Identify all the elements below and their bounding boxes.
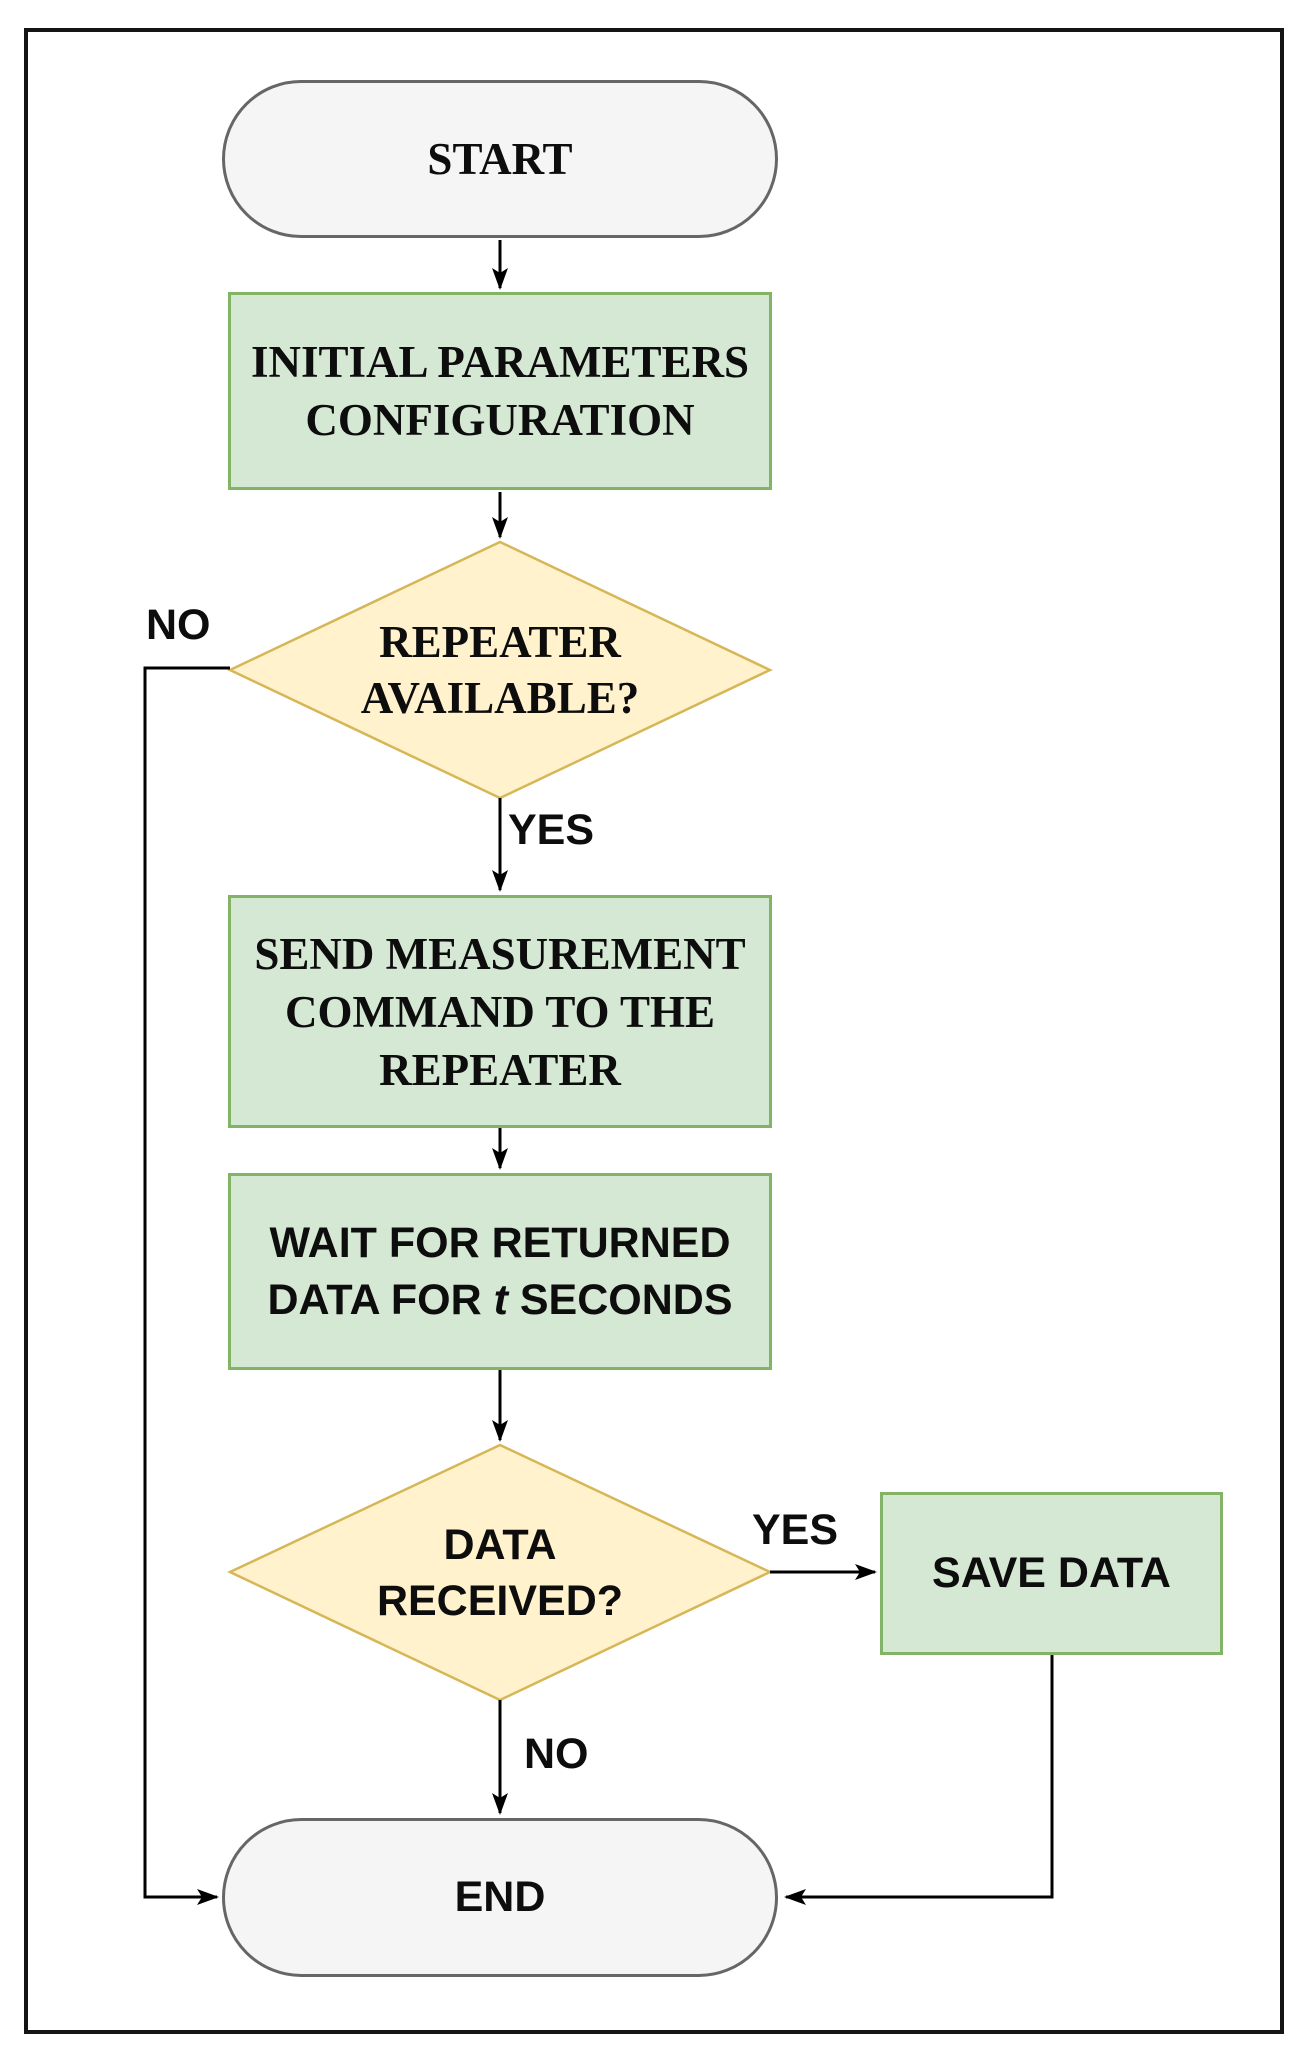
wait-data-t-variable: t [493,1275,508,1324]
outer-frame [24,28,1284,2034]
wait-data-line2-post: SECONDS [507,1275,733,1324]
data-received-line1: DATA [443,1520,557,1569]
data-received-decision: DATA RECEIVED? [230,1445,770,1700]
repeater-available-line2: AVAILABLE? [360,673,640,723]
edge-label-repeater-yes: YES [508,806,595,854]
data-received-line2: RECEIVED? [376,1576,624,1625]
start-node: START [222,80,778,238]
wait-data-line1: WAIT FOR RETURNED [269,1218,731,1267]
send-command-line2: COMMAND TO THE [284,986,716,1037]
edge-label-repeater-no: NO [146,601,211,649]
end-node: END [222,1818,778,1977]
end-label: END [454,1873,546,1921]
wait-data-line2: DATA FOR t SECONDS [267,1272,732,1329]
initial-parameters-node: INITIAL PARAMETERS CONFIGURATION [228,292,772,490]
arrow-save-to-end [784,1655,1054,1905]
save-data-label: SAVE DATA [932,1549,1171,1597]
send-command-line1: SEND MEASUREMENT [254,928,746,979]
wait-data-node: WAIT FOR RETURNED DATA FOR t SECONDS [228,1173,772,1370]
initial-parameters-line1: INITIAL PARAMETERS [250,337,749,387]
edge-label-received-yes: YES [752,1506,839,1554]
edge-label-received-no: NO [524,1730,589,1778]
save-data-node: SAVE DATA [880,1492,1223,1655]
send-command-node: SEND MEASUREMENT COMMAND TO THE REPEATER [228,895,772,1128]
arrow-repeater-no-to-end [143,666,230,1905]
repeater-available-decision: REPEATER AVAILABLE? [230,542,770,798]
initial-parameters-line2: CONFIGURATION [305,395,695,445]
wait-data-line2-pre: DATA FOR [267,1275,494,1324]
send-command-line3: REPEATER [379,1044,621,1095]
start-label: START [427,134,573,184]
repeater-available-line1: REPEATER [379,617,621,667]
